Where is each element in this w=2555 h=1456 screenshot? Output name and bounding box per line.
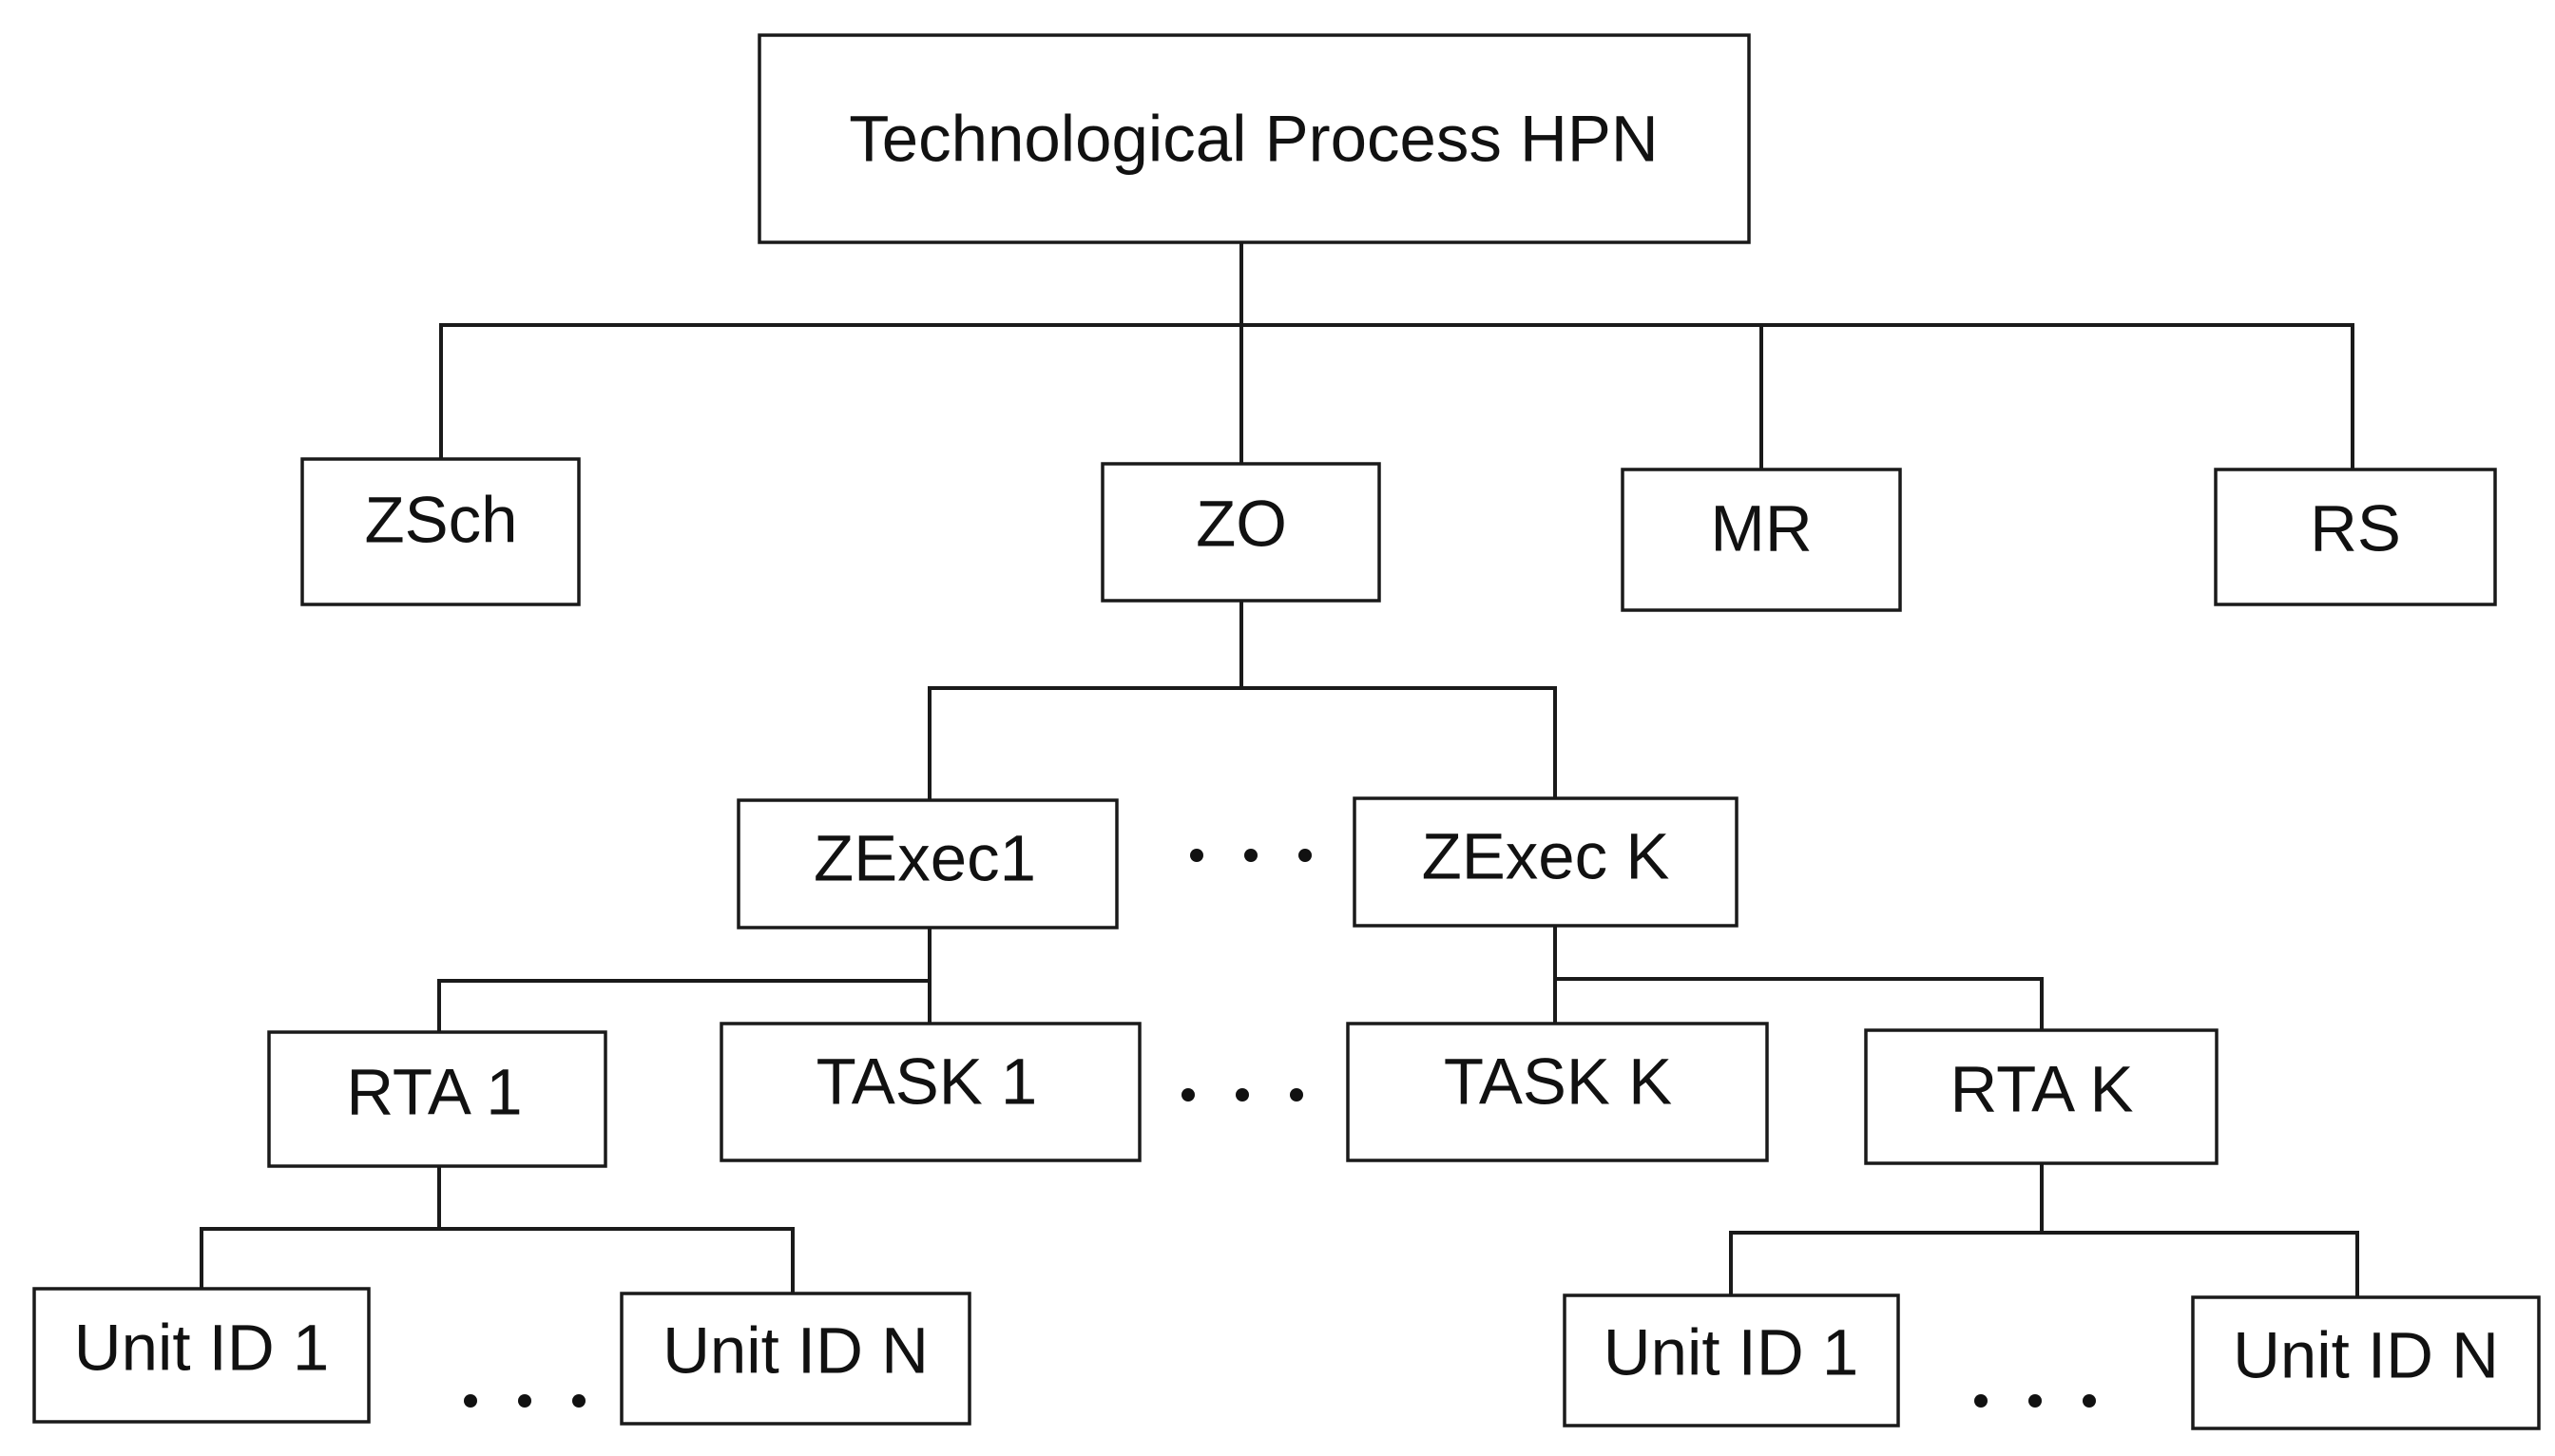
node-root: Technological Process HPN [758, 33, 1751, 244]
node-left-unit-n-label: Unit ID N [663, 1314, 929, 1388]
node-zsch-label: ZSch [364, 484, 517, 557]
node-left-unit-n: Unit ID N [620, 1292, 971, 1426]
node-right-unit-n-label: Unit ID N [2233, 1319, 2499, 1392]
node-rta-1: RTA 1 [267, 1030, 607, 1168]
node-task-1: TASK 1 [720, 1022, 1142, 1162]
node-mr: MR [1621, 468, 1902, 612]
node-zexec-k: ZExec K [1353, 796, 1739, 928]
ellipsis-right-units [1974, 1394, 2096, 1408]
node-left-unit-1: Unit ID 1 [32, 1287, 371, 1424]
node-mr-label: MR [1710, 492, 1812, 565]
node-root-label: Technological Process HPN [849, 103, 1658, 176]
node-right-unit-1: Unit ID 1 [1563, 1293, 1900, 1427]
node-task-k-label: TASK K [1444, 1045, 1672, 1119]
node-rta-k-label: RTA K [1950, 1053, 2133, 1126]
node-zexec-k-label: ZExec K [1422, 820, 1670, 893]
node-zo-label: ZO [1196, 488, 1287, 561]
node-rs-label: RS [2310, 492, 2401, 565]
node-zsch: ZSch [300, 457, 581, 606]
connectors [200, 240, 2359, 1299]
node-right-unit-1-label: Unit ID 1 [1604, 1316, 1858, 1389]
ellipsis-left-units [464, 1394, 586, 1408]
node-task-1-label: TASK 1 [816, 1045, 1038, 1119]
node-left-unit-1-label: Unit ID 1 [74, 1312, 329, 1385]
node-rs: RS [2214, 468, 2497, 606]
node-right-unit-n: Unit ID N [2191, 1295, 2541, 1430]
ellipsis-task [1181, 1088, 1303, 1102]
ellipsis-zexec [1190, 849, 1312, 862]
node-task-k: TASK K [1346, 1022, 1769, 1162]
node-zo: ZO [1101, 462, 1381, 603]
node-zexec1-label: ZExec1 [814, 822, 1036, 895]
node-rta-k: RTA K [1864, 1028, 2219, 1165]
node-rta-1-label: RTA 1 [346, 1056, 522, 1129]
node-zexec1: ZExec1 [737, 798, 1119, 929]
